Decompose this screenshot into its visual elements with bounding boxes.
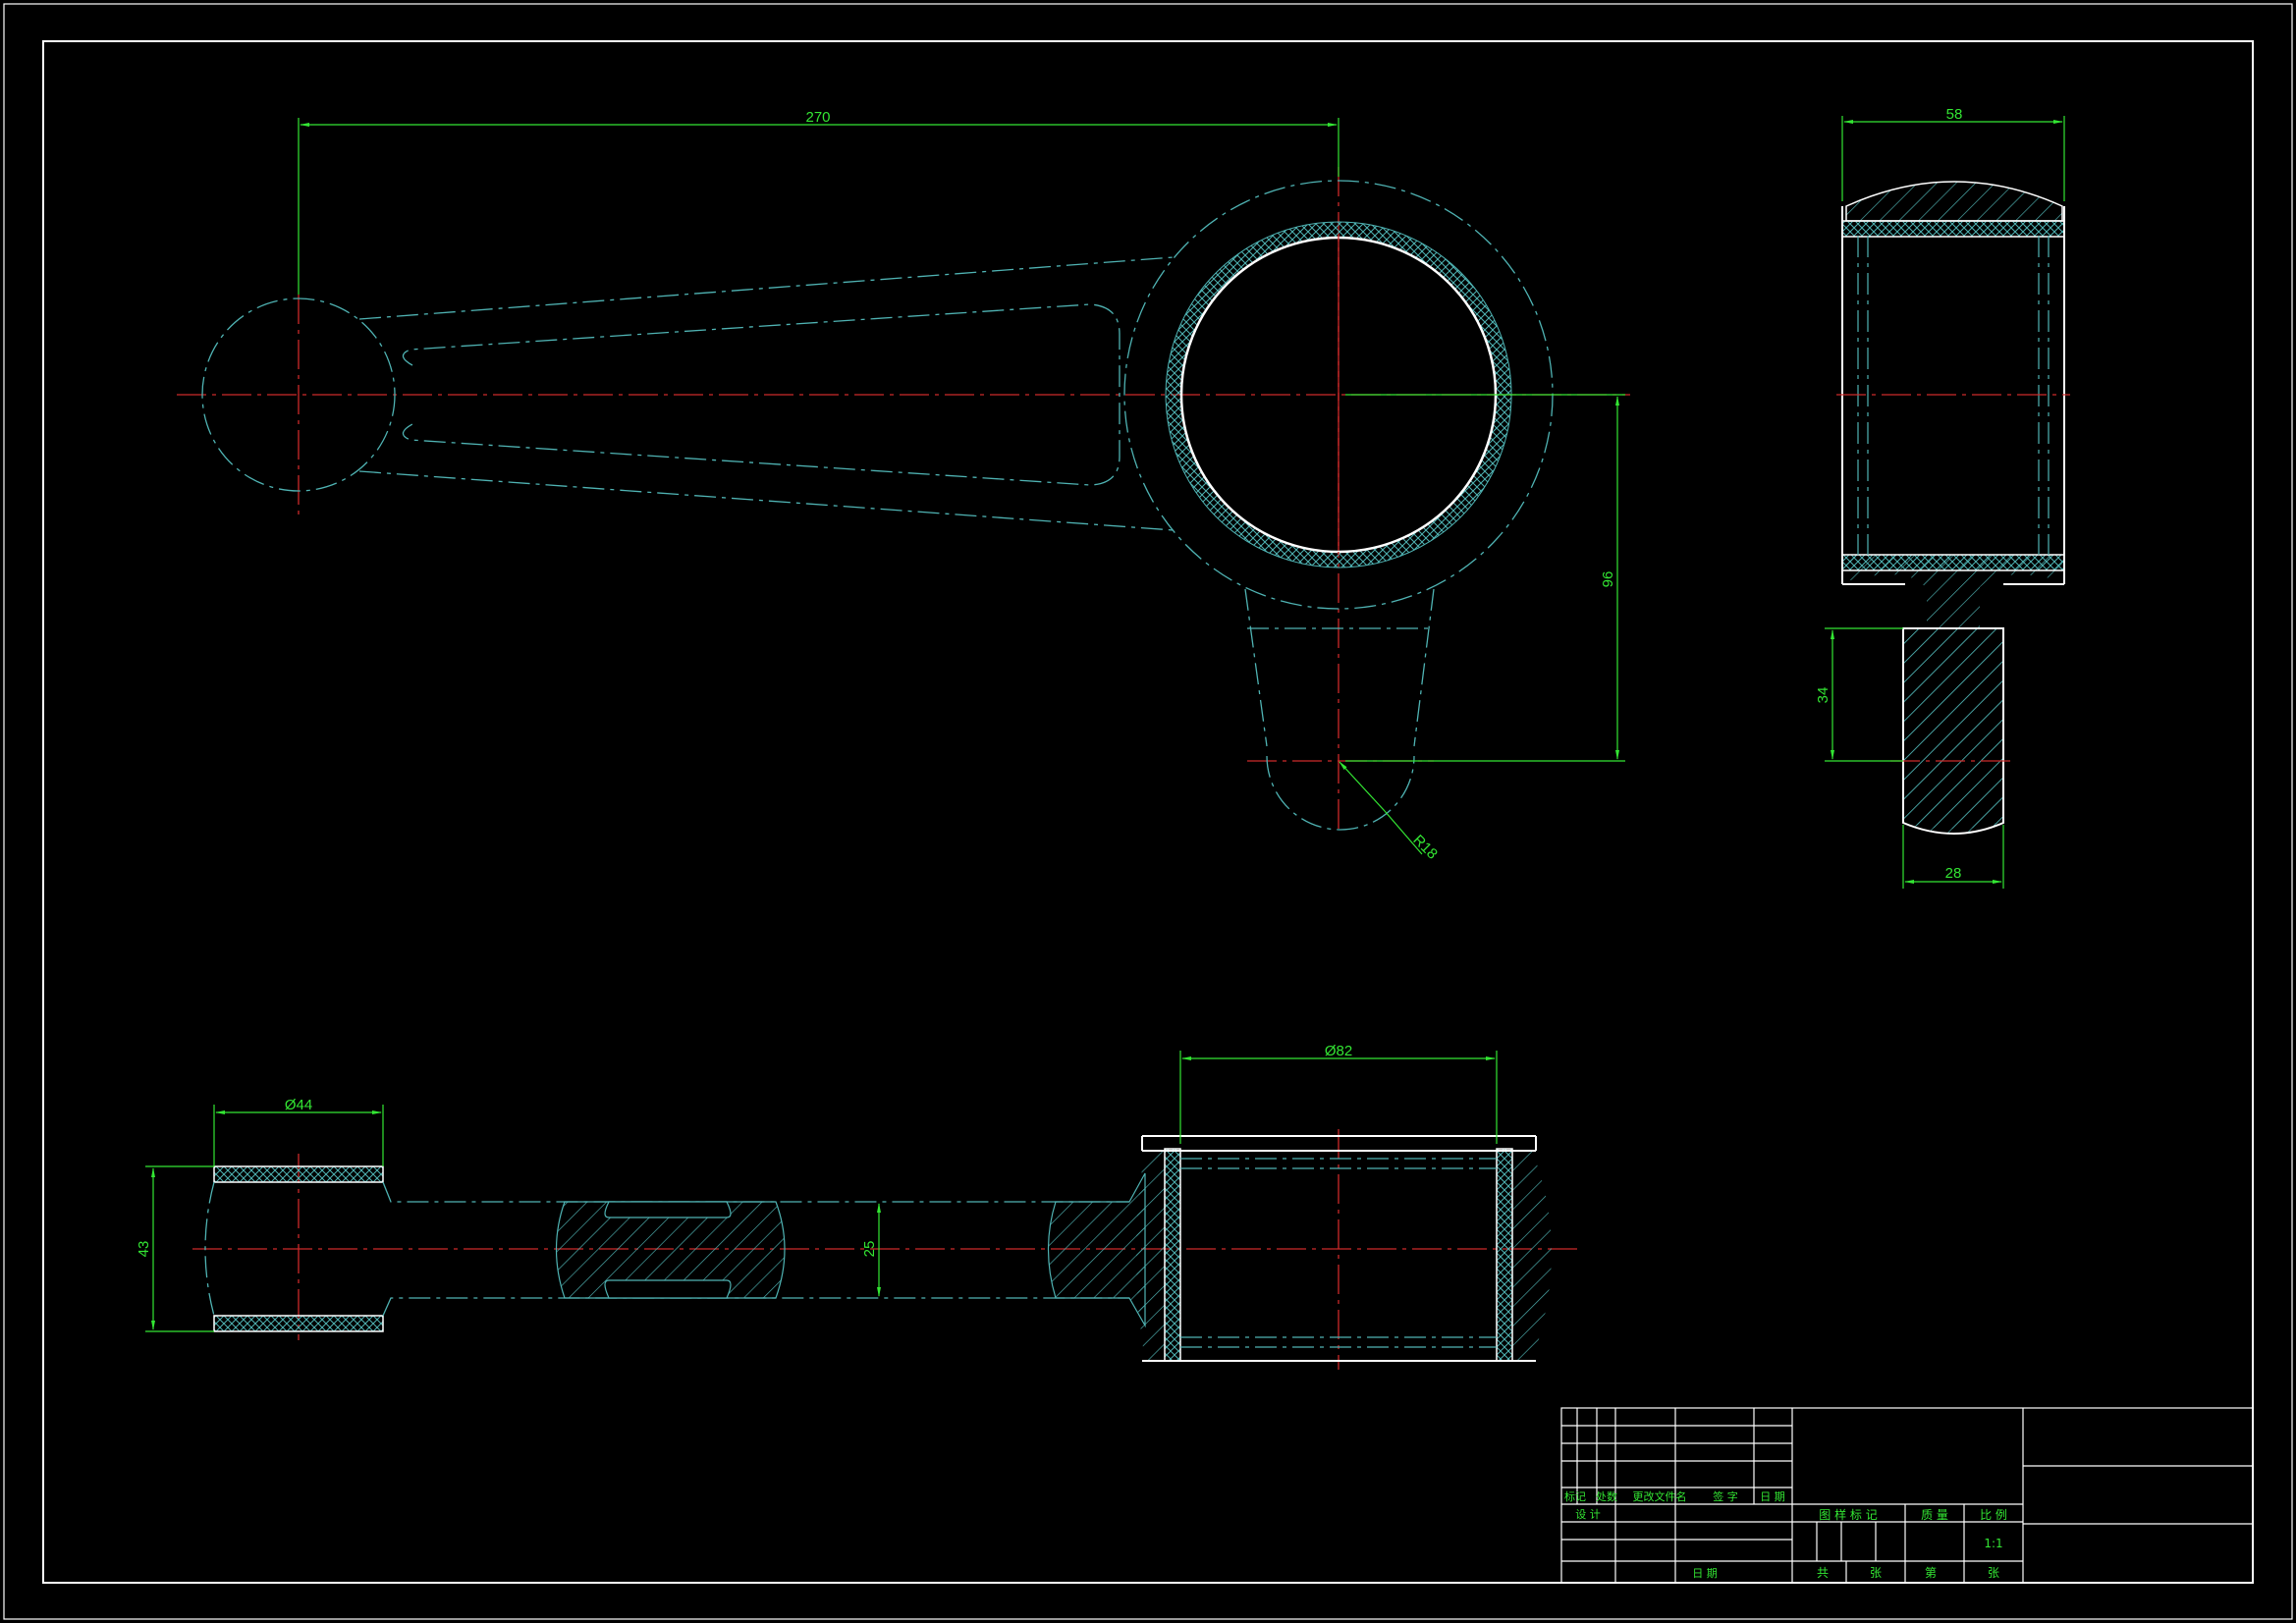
dim-dia44: Ø44 bbox=[285, 1097, 312, 1113]
dim-270: 270 bbox=[805, 109, 830, 126]
tb-rev-mark: 标记 bbox=[1564, 1489, 1586, 1503]
tb-sheet-unit-2: 张 bbox=[1988, 1566, 1999, 1580]
tb-total-label: 共 bbox=[1817, 1566, 1829, 1580]
tb-rev-sign: 签 字 bbox=[1713, 1489, 1738, 1503]
tb-design: 设 计 bbox=[1575, 1508, 1601, 1521]
top-view bbox=[192, 1129, 1581, 1370]
dim-96: 96 bbox=[1600, 571, 1616, 588]
dim-dia82: Ø82 bbox=[1325, 1043, 1352, 1059]
dim-58: 58 bbox=[1946, 106, 1963, 123]
tb-date: 日 期 bbox=[1692, 1567, 1718, 1580]
dim-28: 28 bbox=[1945, 865, 1962, 882]
dim-25: 25 bbox=[861, 1241, 878, 1258]
side-view bbox=[1836, 181, 2070, 835]
tb-scale-label: 比 例 bbox=[1980, 1508, 2007, 1522]
tb-rev-count: 处数 bbox=[1596, 1490, 1617, 1503]
dimension-texts: 270 58 96 34 28 R18 Ø82 Ø44 43 25 bbox=[136, 106, 1962, 1257]
dim-34: 34 bbox=[1815, 687, 1831, 704]
dim-r18: R18 bbox=[1409, 832, 1440, 862]
tb-sheet-label: 第 bbox=[1925, 1566, 1937, 1580]
front-view-centerlines bbox=[177, 167, 1630, 835]
tb-rev-date: 日 期 bbox=[1760, 1490, 1785, 1503]
tb-stage-mark: 图 样 标 记 bbox=[1819, 1507, 1877, 1522]
title-block-texts: 标记 处数 更改文件名 签 字 日 期 设 计 日 期 图 样 标 记 质 量 … bbox=[1564, 1489, 2007, 1580]
tb-sheet-unit: 张 bbox=[1870, 1566, 1882, 1580]
front-view-outline bbox=[201, 180, 1554, 831]
tb-rev-doc: 更改文件名 bbox=[1633, 1489, 1687, 1503]
front-view bbox=[177, 167, 1630, 835]
dim-43: 43 bbox=[136, 1241, 152, 1258]
dimension-lines bbox=[145, 116, 2065, 1332]
tb-scale-value: 1:1 bbox=[1984, 1537, 2002, 1550]
title-block bbox=[1560, 1407, 2254, 1584]
tb-weight: 质 量 bbox=[1921, 1508, 1948, 1522]
sheet-frame bbox=[3, 3, 2293, 1620]
